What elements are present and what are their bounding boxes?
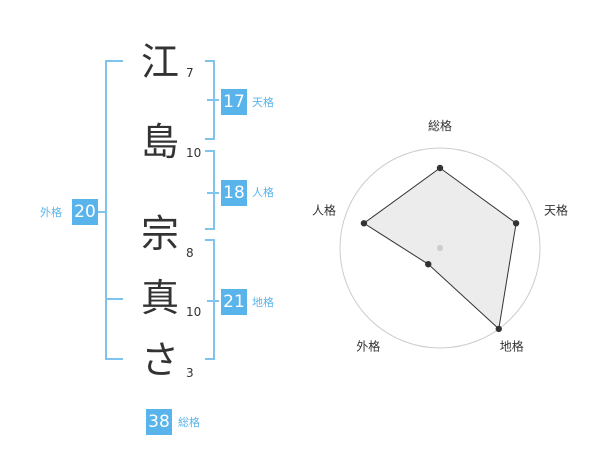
stroke-count-4: 10 [186,305,202,319]
name-char-4: 真 [140,276,179,320]
radar-axis-label-1: 総格 [428,118,452,133]
gaikaku-label: 外格 [40,206,62,219]
stroke-count-3: 8 [186,246,194,260]
gaikaku-bracket [105,60,123,360]
gaikaku-inner-tick [107,298,123,300]
radar-point-2 [512,220,520,227]
tenkaku-label: 天格 [252,96,274,109]
chikaku-bracket [205,239,215,360]
gaikaku-value-badge: 20 [72,199,98,225]
jinkaku-bracket [205,150,215,230]
radar-point-1 [436,164,444,172]
radar-axis-label-5: 人格 [312,202,336,217]
radar-point-5 [360,220,368,227]
name-char-5: さ [140,338,179,382]
chikaku-label: 地格 [252,296,274,309]
stroke-count-5: 3 [186,366,194,380]
radar-point-4 [425,260,432,268]
radar-axis-label-3: 地格 [500,339,524,354]
chikaku-value-badge: 21 [221,289,247,315]
soukaku-value-badge: 38 [146,409,172,435]
stroke-count-1: 7 [186,66,194,80]
tenkaku-value-badge: 17 [221,89,247,115]
radar-center [437,245,443,251]
name-char-3: 宗 [140,212,179,256]
gaikaku-tick [98,211,106,213]
radar-point-3 [495,325,502,333]
stroke-count-2: 10 [186,146,202,160]
soukaku-label: 総格 [178,416,200,429]
jinkaku-tick [207,192,219,194]
name-char-2: 島 [140,120,179,164]
jinkaku-value-badge: 18 [221,180,247,206]
chikaku-tick [207,300,219,302]
name-char-1: 江 [140,40,179,84]
tenkaku-tick [207,99,219,101]
jinkaku-label: 人格 [252,186,274,199]
radar-axis-label-2: 天格 [544,202,568,217]
radar-axis-label-4: 外格 [356,339,380,354]
